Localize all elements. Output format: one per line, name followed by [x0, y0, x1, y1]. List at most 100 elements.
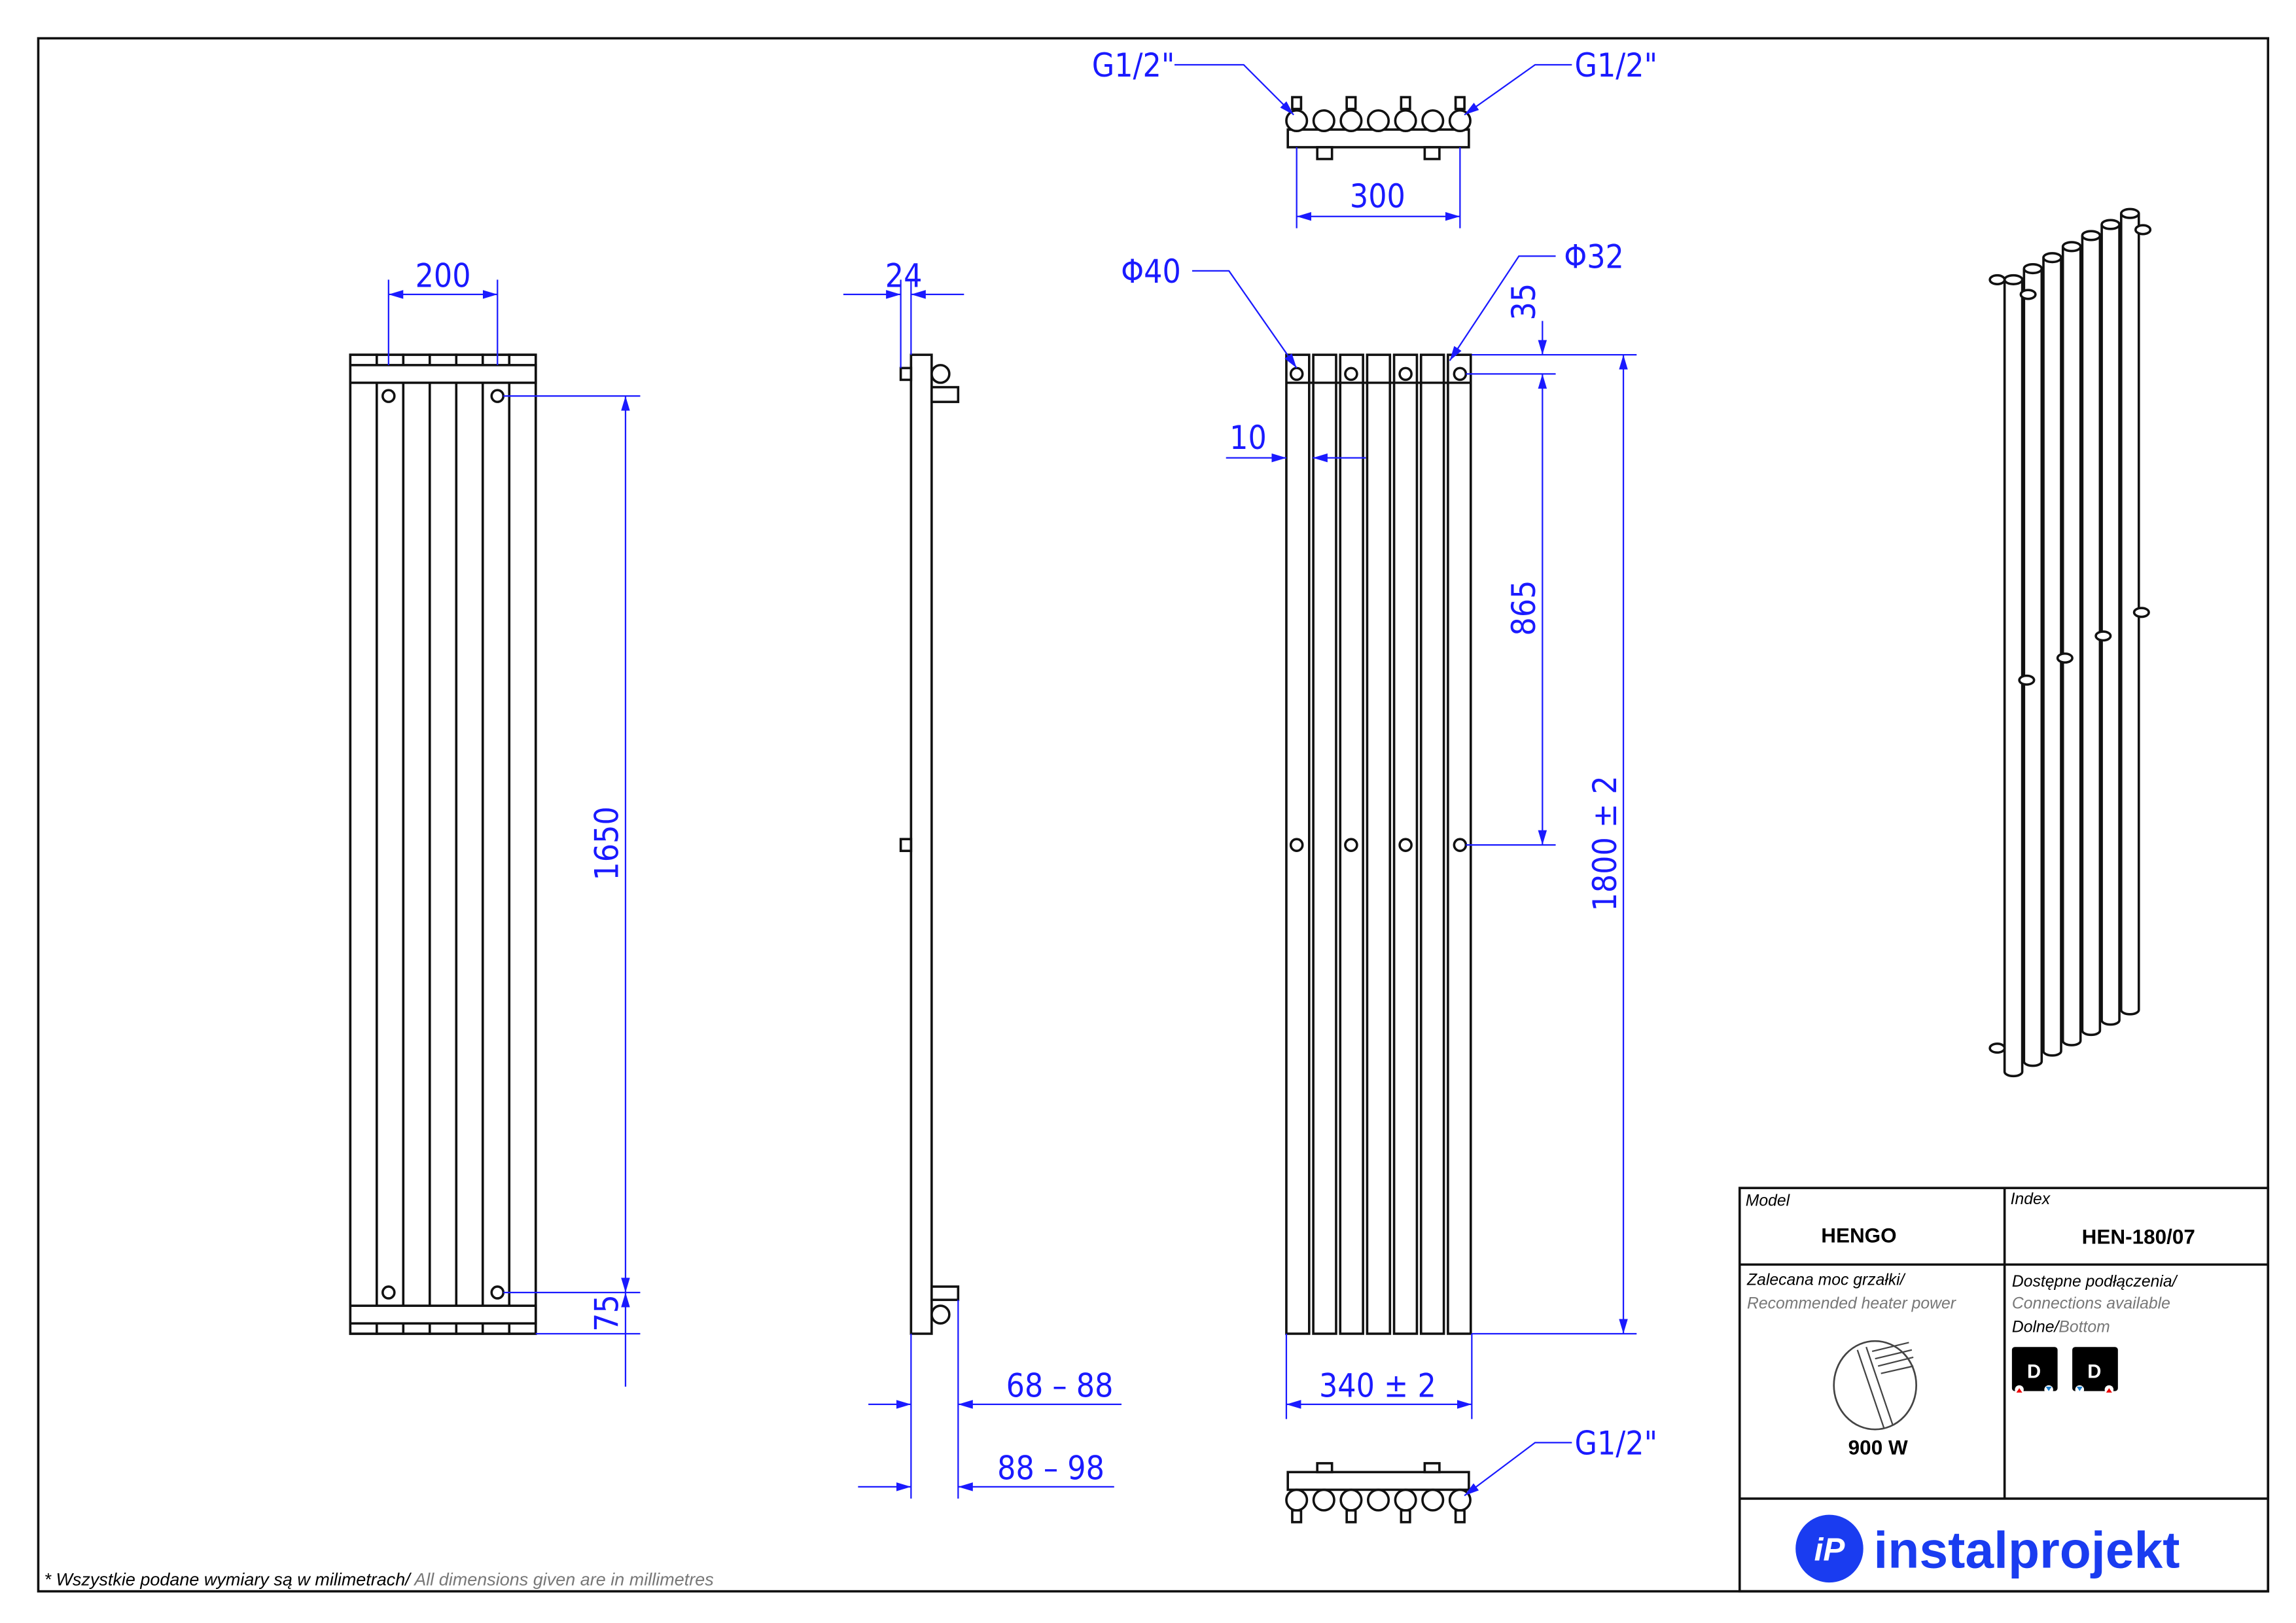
- tube: [2061, 246, 2082, 1046]
- bracket: [1988, 274, 2006, 285]
- connections-label-pl: Dostępne podłączenia/: [2012, 1273, 2178, 1291]
- heater-power: 900 W: [1848, 1435, 1908, 1459]
- brand-logo: iP instalprojekt: [1795, 1514, 2180, 1583]
- thread-label-top-left: G1/2": [1092, 46, 1175, 84]
- bracket: [2019, 289, 2037, 300]
- connections-label-en: Connections available: [2012, 1295, 2170, 1313]
- svg-text:instalprojekt: instalprojekt: [1873, 1522, 2180, 1579]
- tube-section: [1285, 109, 1309, 133]
- bracket-hole: [1344, 366, 1358, 382]
- dim-wall-distance-1: 68 – 88: [1006, 1367, 1114, 1405]
- thread-label-top-right: G1/2": [1575, 46, 1658, 84]
- tube-cap: [2042, 252, 2062, 264]
- tube-section: [1312, 1488, 1335, 1512]
- tube: [429, 353, 458, 1335]
- bracket: [1988, 1043, 2006, 1054]
- dim-top-offset: 35: [1505, 283, 1543, 321]
- tube: [2119, 213, 2140, 1016]
- tube-section: [1421, 109, 1445, 133]
- tube-section: [1366, 1488, 1390, 1512]
- tube: [1419, 353, 1445, 1335]
- tube: [1366, 353, 1392, 1335]
- valve: [1345, 1509, 1357, 1524]
- model-label: Model: [1746, 1192, 1791, 1209]
- svg-text:D: D: [2087, 1361, 2101, 1382]
- isometric-view: [1988, 207, 2152, 1078]
- bracket-hole: [1398, 366, 1413, 382]
- tube: [2042, 257, 2062, 1057]
- dim-bracket-spacing: 865: [1505, 580, 1543, 636]
- tube: [376, 353, 405, 1335]
- tube-section: [1421, 1488, 1445, 1512]
- tube: [2022, 268, 2043, 1067]
- tube-section: [1366, 109, 1390, 133]
- svg-text:iP: iP: [1814, 1531, 1846, 1567]
- tube: [1312, 353, 1337, 1335]
- heater-label-pl: Zalecana moc grzałki/: [1746, 1272, 1906, 1289]
- tube-cap: [2119, 207, 2140, 219]
- bracket: [2134, 224, 2152, 236]
- dim-width: 340 ± 2: [1319, 1367, 1436, 1405]
- valve: [1454, 1509, 1466, 1524]
- front-view: 200 1650 75: [349, 257, 641, 1387]
- bracket: [2018, 674, 2036, 686]
- bracket-hole: [1398, 838, 1413, 852]
- dim-front-width: 200: [415, 257, 471, 295]
- drawing-frame: [37, 37, 2270, 1593]
- tube: [481, 353, 511, 1335]
- tube-section: [1339, 1488, 1363, 1512]
- tube: [2081, 235, 2102, 1037]
- bracket-hole: [1344, 838, 1358, 852]
- heater-label-en: Recommended heater power: [1747, 1295, 1957, 1313]
- dim-wall-distance-2: 88 – 98: [997, 1450, 1104, 1488]
- dim-tube-small: Φ32: [1564, 238, 1624, 276]
- tube-cap: [2081, 230, 2102, 241]
- valve: [1400, 96, 1411, 111]
- tube: [508, 353, 537, 1335]
- connection-badge: D: [2011, 1347, 2058, 1395]
- bracket: [2132, 607, 2150, 618]
- tube: [2003, 279, 2024, 1078]
- connections-type: Dolne/Bottom: [2012, 1319, 2110, 1336]
- tube-cap: [2003, 274, 2024, 285]
- valve: [1454, 96, 1466, 111]
- connection-badge: D: [2072, 1347, 2118, 1395]
- title-block: Model HENGO Index HEN-180/07 Zalecana mo…: [1738, 1186, 2270, 1593]
- tube-cap: [2022, 263, 2043, 275]
- side-view: 24 68 – 88 88 – 98: [843, 257, 1122, 1499]
- dim-gap: 10: [1229, 419, 1267, 457]
- valve: [1291, 1509, 1303, 1524]
- dim-front-height: 1650: [588, 806, 626, 880]
- tube: [455, 353, 484, 1335]
- bottom-view: G1/2": [1285, 1424, 1658, 1524]
- valve: [1345, 96, 1357, 111]
- tube-cap: [2100, 219, 2121, 230]
- thread-label-bottom: G1/2": [1575, 1424, 1658, 1462]
- tube-section: [1312, 109, 1335, 133]
- tube: [1339, 353, 1364, 1335]
- dim-height: 1800 ± 2: [1586, 776, 1624, 911]
- index-label: Index: [2011, 1190, 2051, 1208]
- bracket: [2094, 630, 2112, 642]
- tube: [1392, 353, 1419, 1335]
- bracket-hole: [1289, 838, 1304, 852]
- tube-section: [1339, 109, 1363, 133]
- tube-section: [1285, 1488, 1309, 1512]
- tube: [402, 353, 431, 1335]
- valve: [1291, 96, 1303, 111]
- tube-section: [1394, 1488, 1417, 1512]
- dim-connection-spacing: 300: [1350, 177, 1405, 215]
- tube: [2100, 224, 2121, 1026]
- svg-text:D: D: [2027, 1361, 2041, 1382]
- dim-side-depth: 24: [885, 257, 923, 295]
- tube: [349, 353, 378, 1335]
- footnote: * Wszystkie podane wymiary są w milimetr…: [44, 1570, 713, 1590]
- rear-view: 35 865 1800 ± 2 10 Φ40 Φ32 340 ± 2: [1121, 238, 1637, 1419]
- tube-section: [1394, 109, 1417, 133]
- dim-tube-large: Φ40: [1121, 253, 1181, 291]
- model-value: HENGO: [1821, 1223, 1896, 1247]
- valve: [1400, 1509, 1411, 1524]
- tube-section: [1448, 109, 1472, 133]
- dim-front-bottom: 75: [588, 1294, 626, 1332]
